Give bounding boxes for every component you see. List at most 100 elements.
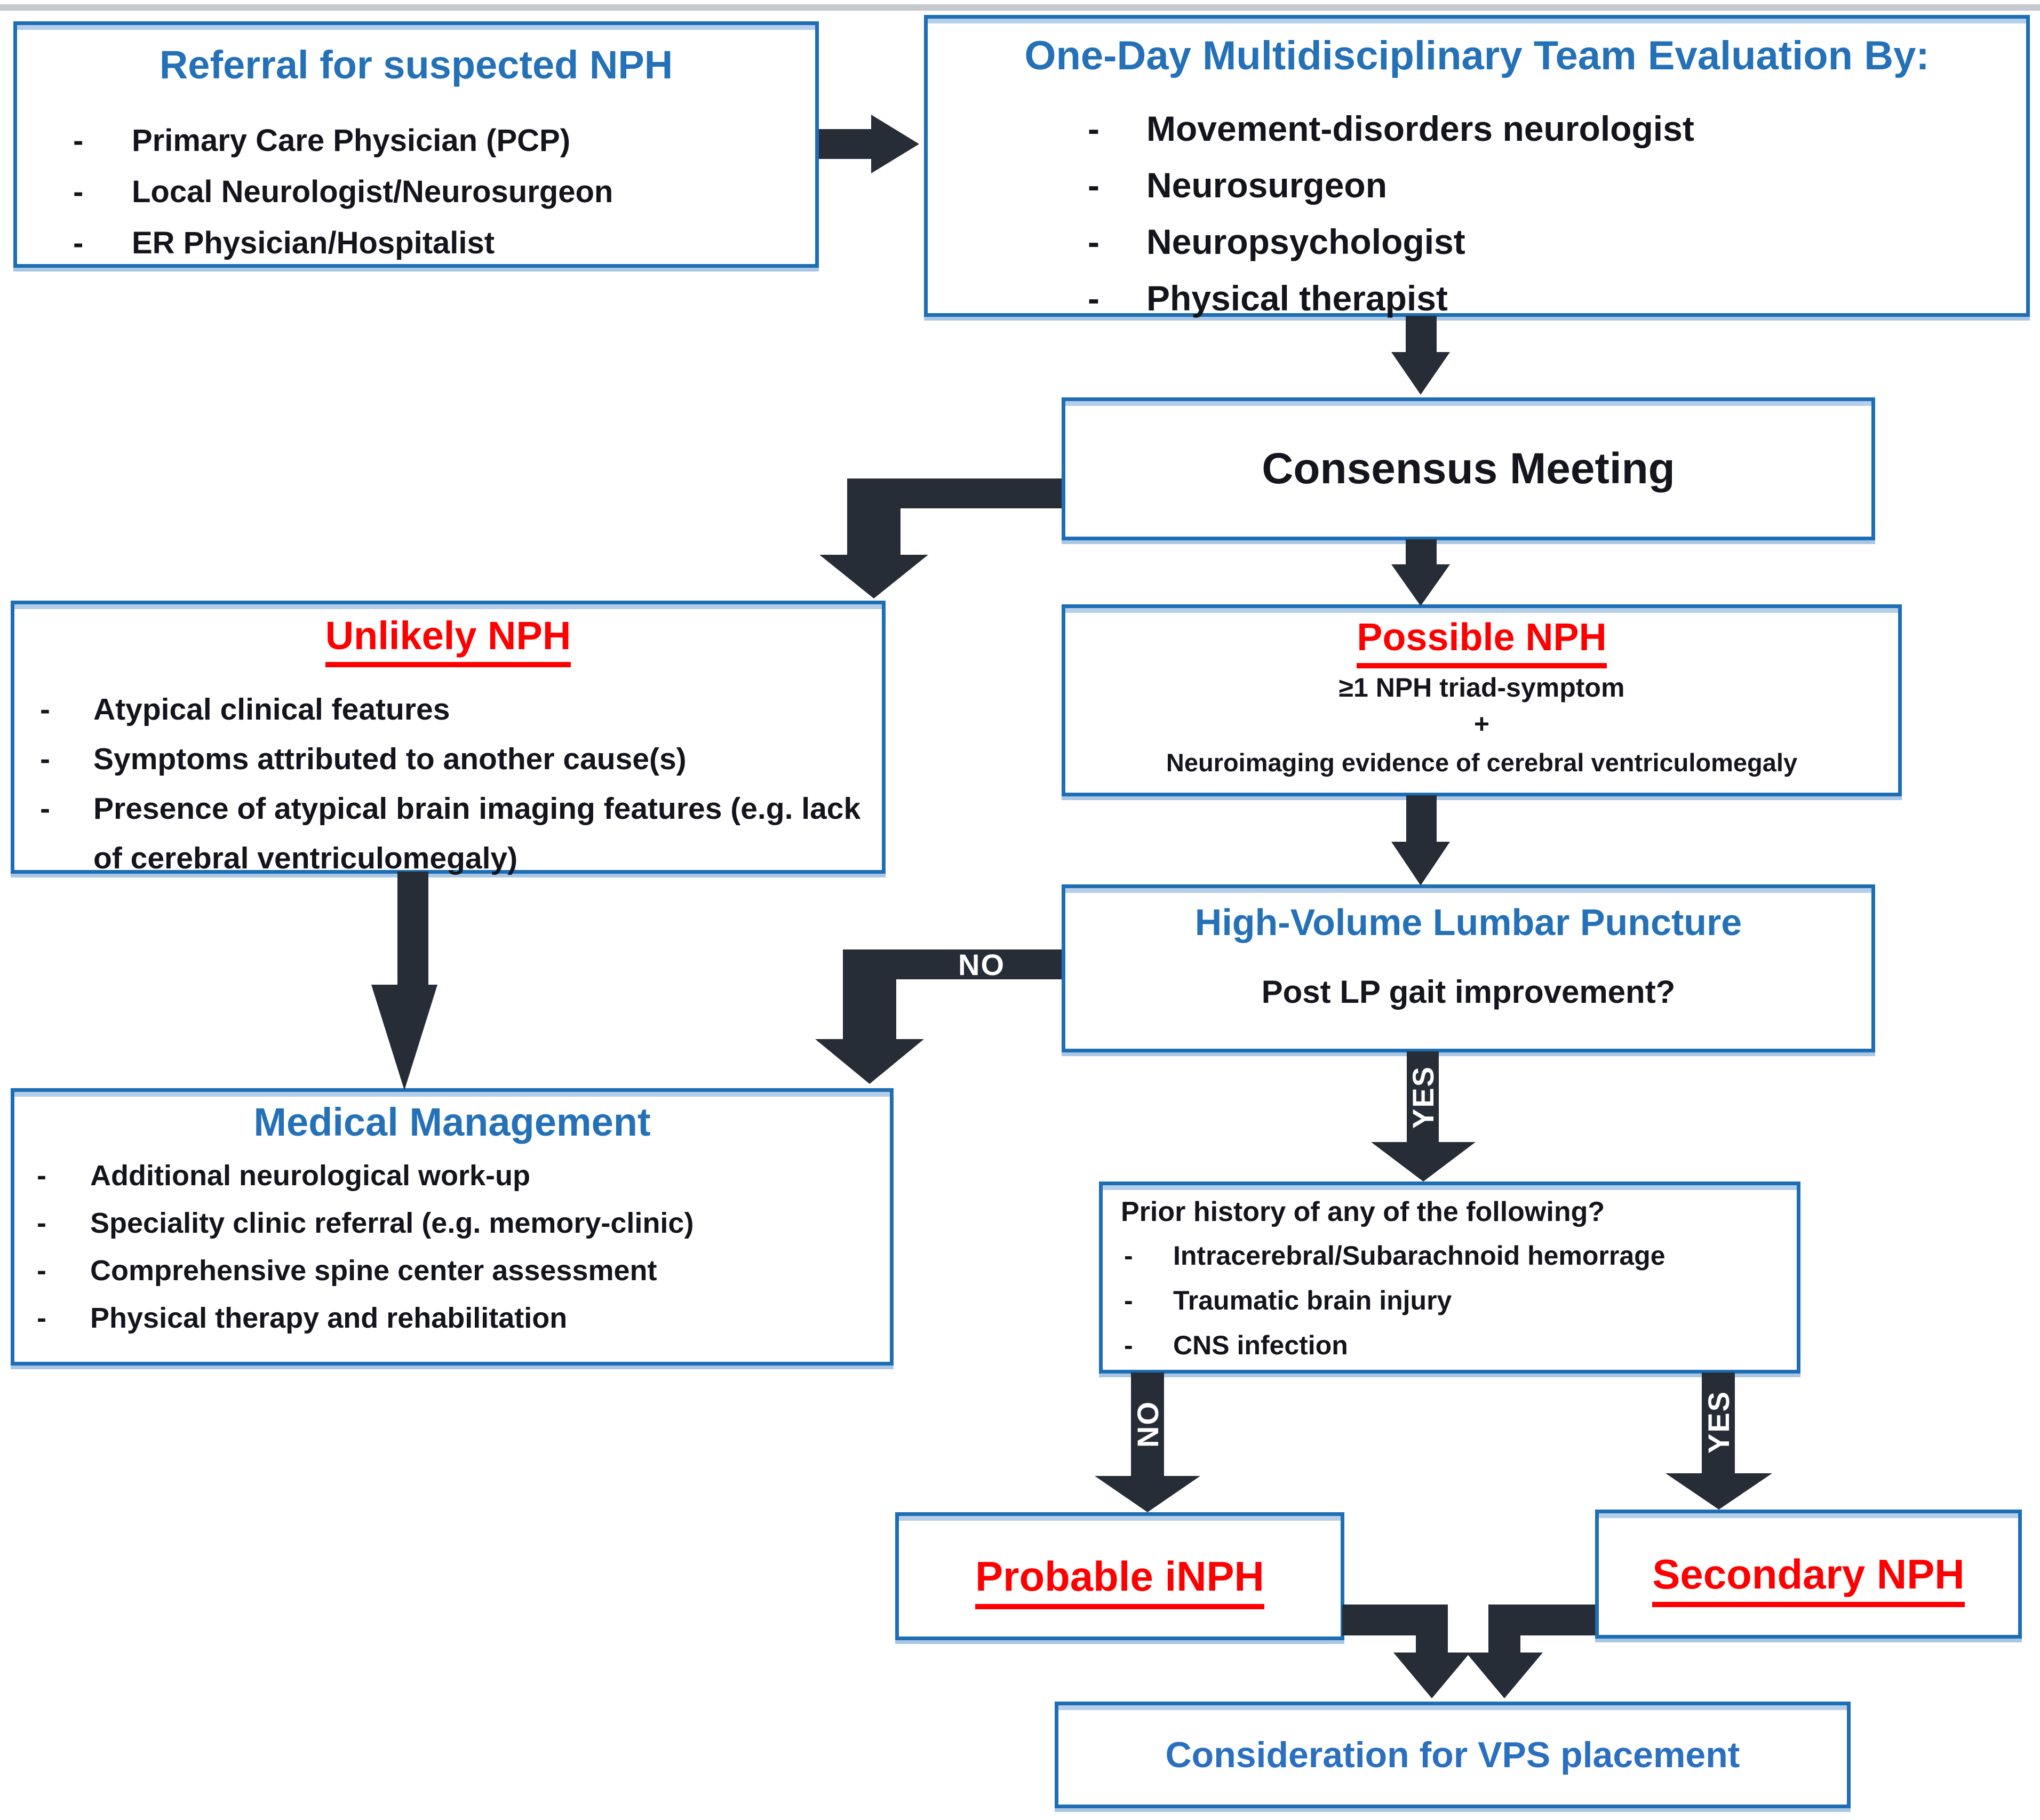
box-secondary-title: Secondary NPH: [1652, 1550, 1965, 1607]
label-prior-no: NO: [1130, 1401, 1165, 1448]
box-consensus-meeting: Consensus Meeting: [1062, 397, 1875, 540]
arrow-consensus-to-unlikely-head: [819, 555, 928, 598]
box-probable-inph: Probable iNPH: [895, 1512, 1344, 1640]
box-secondary-nph: Secondary NPH: [1595, 1510, 2022, 1639]
arrow-probable-to-vps-vbar: [1416, 1605, 1448, 1654]
arrow-prior-no-shaft: [1131, 1372, 1164, 1483]
box-unlikely-list: - Atypical clinical features -Symptoms at…: [14, 685, 882, 883]
arrow-consensus-to-possible-shaft: [1406, 539, 1437, 566]
arrow-lumbar-yes-shaft: [1407, 1051, 1439, 1143]
box-possible-nph: Possible NPH ≥1 NPH triad-symptom + Neur…: [1062, 604, 1902, 796]
bullet-marker: -: [73, 123, 84, 158]
top-divider-rule: [0, 4, 2040, 11]
box-unlikely-title-text: Unlikely NPH: [325, 613, 571, 667]
label-lumbar-no: NO: [958, 947, 1005, 981]
possible-criterion-plus: +: [1473, 709, 1490, 739]
arrow-consensus-to-unlikely-vbar: [847, 478, 901, 555]
list-item: - Traumatic brain injury: [1124, 1278, 1791, 1323]
bullet-marker: -: [73, 226, 84, 260]
label-lumbar-yes: YES: [1406, 1065, 1440, 1129]
list-item: -Local Neurologist/Neurosurgeon: [73, 166, 804, 218]
possible-criterion-imaging: Neuroimaging evidence of cerebral ventri…: [1166, 748, 1798, 777]
arrow-lumbar-no-vbar: [843, 949, 896, 1040]
bullet-marker: -: [37, 1160, 46, 1192]
list-item-text: Local Neurologist/Neurosurgeon: [132, 174, 613, 209]
list-item: - Neuropsychologist: [1088, 213, 2015, 270]
box-team-evaluation: One-Day Multidisciplinary Team Evaluatio…: [924, 15, 2030, 318]
list-item: - Physical therapy and rehabilitation: [37, 1295, 884, 1342]
arrow-lumbar-no-head: [815, 1039, 924, 1084]
list-item: - Comprehensive spine center assessment: [37, 1247, 884, 1295]
list-item-text: Comprehensive spine center assessment: [90, 1255, 657, 1287]
bullet-marker: -: [1088, 278, 1099, 318]
box-lumbar-title: High-Volume Lumbar Puncture: [1194, 901, 1742, 943]
arrow-secondary-to-vps-head: [1466, 1653, 1543, 1698]
bullet-marker: -: [37, 1302, 46, 1334]
list-item: -Speciality clinic referral (e.g. memory…: [37, 1200, 884, 1247]
possible-criterion-symptom: ≥1 NPH triad-symptom: [1338, 673, 1625, 703]
list-item: - Neurosurgeon: [1088, 157, 2015, 213]
arrow-possible-to-lumbar-shaft: [1406, 795, 1437, 843]
arrow-secondary-to-vps-vbar: [1488, 1605, 1520, 1654]
arrow-team-to-consensus-head: [1391, 352, 1450, 395]
box-possible-title-text: Possible NPH: [1357, 616, 1607, 668]
box-medical-list: -Additional neurological work-up -Specia…: [14, 1152, 890, 1342]
list-item: -CNS infection: [1124, 1323, 1791, 1368]
list-item-text: Traumatic brain injury: [1173, 1286, 1452, 1315]
arrow-consensus-to-possible-head: [1391, 564, 1450, 606]
bullet-marker: -: [1124, 1330, 1133, 1360]
box-team-title: One-Day Multidisciplinary Team Evaluatio…: [1024, 33, 1930, 78]
box-probable-title: Probable iNPH: [975, 1552, 1264, 1609]
list-item-text: Physical therapist: [1146, 278, 1448, 318]
list-item: - Intracerebral/Subarachnoid hemorrage: [1124, 1233, 1791, 1278]
list-item-text: Neuropsychologist: [1146, 222, 1465, 261]
list-item: -Symptoms attributed to another cause(s): [40, 735, 874, 784]
list-item: -Additional neurological work-up: [37, 1152, 884, 1200]
label-prior-yes: YES: [1701, 1390, 1735, 1454]
bullet-marker: -: [1124, 1286, 1133, 1315]
bullet-marker: -: [1088, 165, 1099, 205]
list-item: - Movement-disorders neurologist: [1088, 100, 2015, 157]
list-item-text: Movement-disorders neurologist: [1146, 109, 1694, 148]
box-consensus-title: Consensus Meeting: [1262, 444, 1675, 493]
box-referral: Referral for suspected NPH - Primary Care…: [13, 21, 819, 268]
box-lumbar-question: Post LP gait improvement?: [1261, 974, 1676, 1010]
box-team-list: - Movement-disorders neurologist - Neurosu…: [928, 100, 2026, 326]
box-unlikely-nph: Unlikely NPH - Atypical clinical features…: [11, 601, 886, 875]
bullet-marker: -: [40, 742, 50, 776]
arrow-prior-no-head: [1095, 1476, 1200, 1512]
arrow-referral-to-team-shaft: [819, 129, 871, 159]
box-lumbar-puncture: High-Volume Lumbar Puncture Post LP gait…: [1062, 884, 1875, 1052]
box-vps-consideration: Consideration for VPS placement: [1055, 1702, 1851, 1808]
box-unlikely-title: Unlikely NPH: [14, 604, 882, 667]
list-item-text: Intracerebral/Subarachnoid hemorrage: [1173, 1241, 1666, 1271]
bullet-marker: -: [1088, 109, 1099, 148]
box-referral-list: -Primary Care Physician (PCP) -Local Neu…: [17, 115, 815, 269]
box-probable-title-text: Probable iNPH: [975, 1552, 1264, 1609]
arrow-possible-to-lumbar-head: [1391, 842, 1450, 885]
box-possible-title: Possible NPH: [1065, 608, 1898, 668]
list-item-text: Primary Care Physician (PCP): [132, 123, 571, 158]
list-item: - Physical therapist: [1088, 270, 2015, 326]
arrow-unlikely-to-medical-head: [371, 985, 437, 1090]
list-item-text: Atypical clinical features: [93, 692, 450, 727]
box-secondary-title-text: Secondary NPH: [1652, 1550, 1965, 1607]
bullet-marker: -: [1124, 1241, 1133, 1271]
bullet-marker: -: [37, 1255, 46, 1287]
bullet-marker: -: [1088, 222, 1099, 261]
bullet-marker: -: [40, 692, 50, 727]
list-item: - Atypical clinical features: [40, 685, 874, 735]
list-item: - Primary Care Physician (PCP): [73, 115, 804, 166]
list-item: -Presence of atypical brain imaging feat…: [40, 784, 874, 883]
box-referral-title: Referral for suspected NPH: [159, 43, 673, 87]
arrow-team-to-consensus-shaft: [1406, 316, 1437, 353]
box-prior-list: - Intracerebral/Subarachnoid hemorrage - T…: [1103, 1233, 1797, 1368]
box-medical-title: Medical Management: [253, 1100, 651, 1144]
arrow-prior-yes-head: [1666, 1473, 1772, 1510]
list-item-text: Presence of atypical brain imaging featu…: [93, 792, 861, 875]
list-item-text: Physical therapy and rehabilitation: [90, 1302, 568, 1334]
list-item-text: Neurosurgeon: [1146, 165, 1388, 205]
box-prior-title: Prior history of any of the following?: [1121, 1196, 1605, 1227]
list-item-text: Speciality clinic referral (e.g. memory-…: [90, 1207, 694, 1239]
